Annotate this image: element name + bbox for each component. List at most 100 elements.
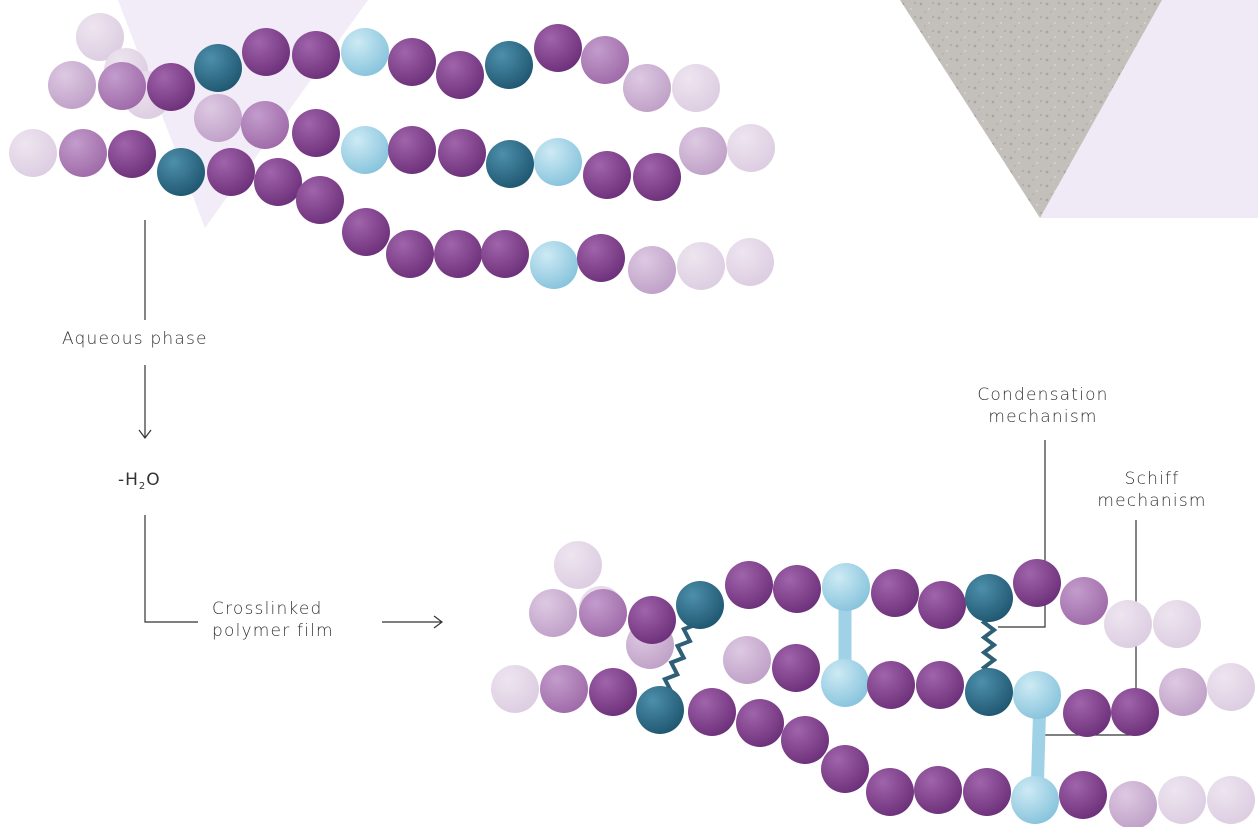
faded-bead [581, 36, 629, 84]
purple-bead [871, 569, 919, 617]
purple-bead [866, 768, 914, 816]
condensation-mechanism-label: Condensation mechanism [968, 384, 1118, 428]
condensation-line-2: mechanism [988, 407, 1098, 427]
purple-bead [207, 148, 255, 196]
purple-bead [386, 230, 434, 278]
schiff-line-1: Schiff [1124, 469, 1180, 489]
schiff-line-2: mechanism [1097, 491, 1207, 511]
pale-bead [491, 665, 539, 713]
faded-bead [1159, 668, 1207, 716]
faded-bead [241, 101, 289, 149]
formula-suffix: O [146, 470, 161, 490]
faded-bead [59, 129, 107, 177]
faded-bead [48, 61, 96, 109]
purple-bead [918, 581, 966, 629]
faded-bead [723, 636, 771, 684]
condensation-line-1: Condensation [977, 385, 1109, 405]
purple-bead [1059, 771, 1107, 819]
purple-bead [725, 561, 773, 609]
purple-bead [781, 716, 829, 764]
teal-bead [157, 148, 205, 196]
pale-bead [1153, 600, 1201, 648]
light-blue-bead [821, 659, 869, 707]
light-blue-bead [1013, 671, 1061, 719]
schiff-mechanism-label: Schiff mechanism [1092, 468, 1212, 512]
purple-bead [481, 230, 529, 278]
pale-bead [9, 129, 57, 177]
crosslinked-film-label: Crosslinked polymer film [212, 598, 334, 642]
faded-bead [628, 246, 676, 294]
pale-bead [677, 242, 725, 290]
purple-bead [773, 565, 821, 613]
pale-bead [726, 238, 774, 286]
stone-texture-triangle [900, 0, 1162, 218]
purple-bead [1013, 559, 1061, 607]
faded-bead [529, 589, 577, 637]
purple-bead [108, 130, 156, 178]
purple-bead [688, 688, 736, 736]
purple-bead [1111, 688, 1159, 736]
faded-bead [1109, 781, 1157, 827]
purple-bead [534, 24, 582, 72]
faded-bead [1060, 577, 1108, 625]
purple-bead [388, 38, 436, 86]
purple-bead [388, 126, 436, 174]
purple-bead [628, 596, 676, 644]
purple-bead [296, 176, 344, 224]
purple-bead [242, 28, 290, 76]
purple-bead [434, 230, 482, 278]
light-blue-bead [822, 563, 870, 611]
water-loss-formula: -H2O [118, 470, 161, 492]
pale-bead [727, 124, 775, 172]
purple-bead [821, 745, 869, 793]
purple-bead [147, 63, 195, 111]
lavender-triangle-right [1040, 0, 1258, 218]
light-blue-bead [534, 138, 582, 186]
teal-bead [636, 686, 684, 734]
light-blue-bead [1011, 776, 1059, 824]
pale-bead [1104, 600, 1152, 648]
teal-bead [485, 41, 533, 89]
faded-bead [579, 589, 627, 637]
formula-prefix: -H [118, 470, 139, 490]
purple-bead [1063, 689, 1111, 737]
purple-bead [916, 661, 964, 709]
purple-bead [633, 153, 681, 201]
pale-bead [1207, 663, 1255, 711]
crosslinked-line-1: Crosslinked [212, 599, 323, 619]
faded-bead [679, 127, 727, 175]
purple-bead [772, 644, 820, 692]
polymer-beads [9, 13, 1255, 827]
pale-bead [672, 64, 720, 112]
crosslinked-line-2: polymer film [212, 621, 334, 641]
faded-bead [623, 64, 671, 112]
teal-bead [965, 574, 1013, 622]
light-blue-bead [341, 28, 389, 76]
purple-bead [436, 51, 484, 99]
teal-bead [676, 581, 724, 629]
purple-bead [254, 158, 302, 206]
aqueous-phase-label: Aqueous phase [62, 329, 208, 349]
purple-bead [438, 129, 486, 177]
teal-bead [194, 44, 242, 92]
pale-bead [1158, 776, 1206, 824]
teal-bead [486, 140, 534, 188]
pale-bead [554, 541, 602, 589]
purple-bead [589, 668, 637, 716]
purple-bead [867, 661, 915, 709]
light-blue-bead [341, 126, 389, 174]
teal-bead [965, 668, 1013, 716]
faded-bead [98, 62, 146, 110]
purple-bead [963, 768, 1011, 816]
light-blue-bead [530, 241, 578, 289]
faded-bead [194, 94, 242, 142]
purple-bead [736, 699, 784, 747]
faded-bead [540, 665, 588, 713]
purple-bead [292, 31, 340, 79]
purple-bead [342, 208, 390, 256]
pale-bead [1207, 776, 1255, 824]
purple-bead [292, 109, 340, 157]
purple-bead [583, 151, 631, 199]
